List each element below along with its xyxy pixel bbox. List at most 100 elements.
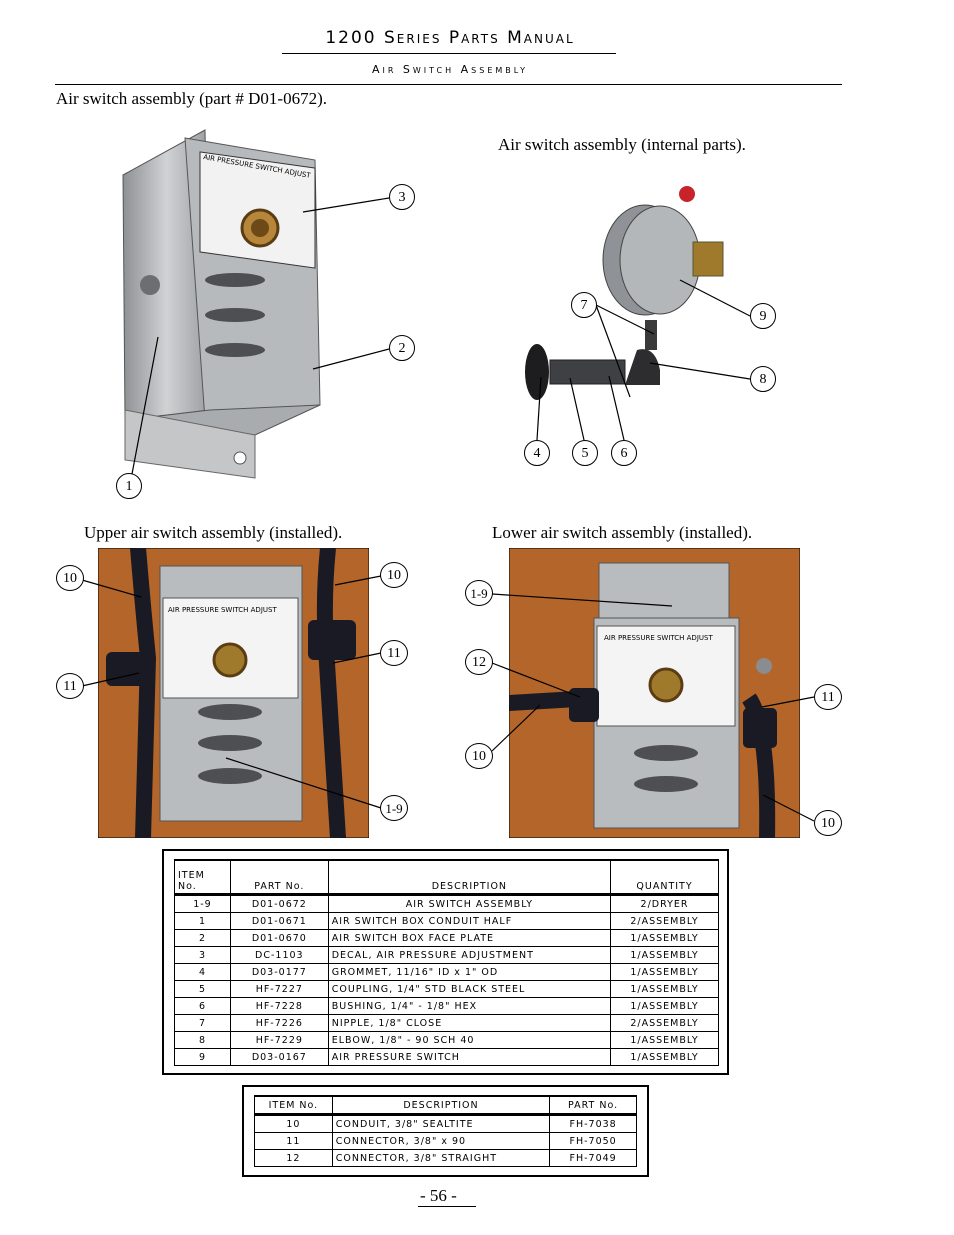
cell-desc: GROMMET, 11/16" ID x 1" OD: [327, 963, 612, 981]
parts-table: ITEM No. PART No. DESCRIPTION QUANTITY 1…: [174, 859, 719, 1066]
internal-parts-photo: [525, 186, 724, 400]
col-part: PART No.: [549, 1095, 637, 1116]
callout-upper-1-9: 1-9: [380, 795, 408, 821]
caption-internal: Air switch assembly (internal parts).: [498, 135, 746, 154]
cell-desc: AIR SWITCH ASSEMBLY: [327, 894, 612, 913]
callout-5: 5: [572, 440, 598, 466]
cell-desc: DECAL, AIR PRESSURE ADJUSTMENT: [327, 946, 612, 964]
callout-lower-12: 12: [465, 649, 493, 675]
cell-desc: CONNECTOR, 3/8" x 90: [331, 1132, 551, 1150]
cell-item: 3: [174, 946, 231, 964]
cell-qty: 1/ASSEMBLY: [610, 1048, 719, 1066]
col-description: DESCRIPTION: [327, 859, 612, 896]
svg-text:AIR PRESSURE SWITCH ADJUST: AIR PRESSURE SWITCH ADJUST: [203, 153, 312, 180]
cell-item: 4: [174, 963, 231, 981]
cell-desc: COUPLING, 1/4" STD BLACK STEEL: [327, 980, 612, 998]
callout-lower-1-9: 1-9: [465, 580, 493, 606]
cell-part: HF-7229: [229, 1031, 329, 1049]
col-part: PART No.: [229, 859, 329, 896]
cell-qty: 1/ASSEMBLY: [610, 980, 719, 998]
cell-qty: 2/ASSEMBLY: [610, 912, 719, 930]
callout-upper-11-right: 11: [380, 640, 408, 666]
cell-part: D01-0672: [229, 894, 329, 913]
cell-part: FH-7038: [549, 1114, 637, 1133]
svg-text:AIR PRESSURE SWITCH ADJUST: AIR PRESSURE SWITCH ADJUST: [604, 634, 713, 642]
section-subtitle: Air Switch Assembly: [371, 63, 529, 76]
title-rule: [282, 53, 616, 54]
cell-item: 12: [254, 1149, 333, 1167]
cell-item: 6: [174, 997, 231, 1015]
cell-part: HF-7227: [229, 980, 329, 998]
cell-desc: AIR PRESSURE SWITCH: [327, 1048, 612, 1066]
cell-item: 11: [254, 1132, 333, 1150]
page-number: - 56 -: [420, 1186, 457, 1205]
callout-upper-10-left: 10: [56, 565, 84, 591]
callout-lower-10-left: 10: [465, 743, 493, 769]
cell-item: 2: [174, 929, 231, 947]
cell-qty: 1/ASSEMBLY: [610, 1031, 719, 1049]
callout-lower-10-right: 10: [814, 810, 842, 836]
callout-3: 3: [389, 184, 415, 210]
cell-part: D03-0177: [229, 963, 329, 981]
cell-qty: 1/ASSEMBLY: [610, 946, 719, 964]
cell-part: D01-0670: [229, 929, 329, 947]
callout-upper-11-left: 11: [56, 673, 84, 699]
col-description: DESCRIPTION: [331, 1095, 551, 1116]
lower-installed-photo: AIR PRESSURE SWITCH ADJUST: [509, 548, 800, 838]
decal-graphic: AIR PRESSURE SWITCH ADJUST: [203, 153, 312, 180]
cell-part: D01-0671: [229, 912, 329, 930]
cell-desc: AIR SWITCH BOX CONDUIT HALF: [327, 912, 612, 930]
callout-upper-10-right: 10: [380, 562, 408, 588]
header-rule: [55, 84, 842, 85]
cell-part: FH-7050: [549, 1132, 637, 1150]
cell-qty: 1/ASSEMBLY: [610, 963, 719, 981]
col-quantity: QUANTITY: [610, 859, 719, 896]
cell-desc: CONNECTOR, 3/8" STRAIGHT: [331, 1149, 551, 1167]
col-item: ITEM No.: [254, 1095, 333, 1116]
cell-desc: CONDUIT, 3/8" SEALTITE: [331, 1114, 551, 1133]
parts-table-frame: ITEM No. PART No. DESCRIPTION QUANTITY 1…: [162, 849, 729, 1075]
cell-item: 5: [174, 980, 231, 998]
caption-upper: Upper air switch assembly (installed).: [84, 523, 343, 542]
callout-6: 6: [611, 440, 637, 466]
callout-1: 1: [116, 473, 142, 499]
svg-text:AIR PRESSURE SWITCH ADJUST: AIR PRESSURE SWITCH ADJUST: [168, 606, 277, 614]
page-number-rule: [418, 1206, 476, 1207]
cell-item: 8: [174, 1031, 231, 1049]
cell-qty: 1/ASSEMBLY: [610, 997, 719, 1015]
callout-lower-11: 11: [814, 684, 842, 710]
cell-item: 7: [174, 1014, 231, 1032]
cell-item: 1: [174, 912, 231, 930]
callout-8: 8: [750, 366, 776, 392]
upper-installed-photo: AIR PRESSURE SWITCH ADJUST: [98, 548, 369, 838]
cell-item: 9: [174, 1048, 231, 1066]
callout-2: 2: [389, 335, 415, 361]
cell-item: 1-9: [174, 894, 231, 913]
callout-4: 4: [524, 440, 550, 466]
callout-9: 9: [750, 303, 776, 329]
cell-qty: 2/DRYER: [610, 894, 719, 913]
col-item: ITEM No.: [174, 859, 231, 896]
cell-qty: 1/ASSEMBLY: [610, 929, 719, 947]
cell-desc: AIR SWITCH BOX FACE PLATE: [327, 929, 612, 947]
cell-part: HF-7228: [229, 997, 329, 1015]
cell-part: HF-7226: [229, 1014, 329, 1032]
cell-desc: BUSHING, 1/4" - 1/8" HEX: [327, 997, 612, 1015]
cell-part: FH-7049: [549, 1149, 637, 1167]
cell-desc: ELBOW, 1/8" - 90 SCH 40: [327, 1031, 612, 1049]
manual-title: 1200 Series Parts Manual: [325, 28, 575, 48]
cell-desc: NIPPLE, 1/8" CLOSE: [327, 1014, 612, 1032]
